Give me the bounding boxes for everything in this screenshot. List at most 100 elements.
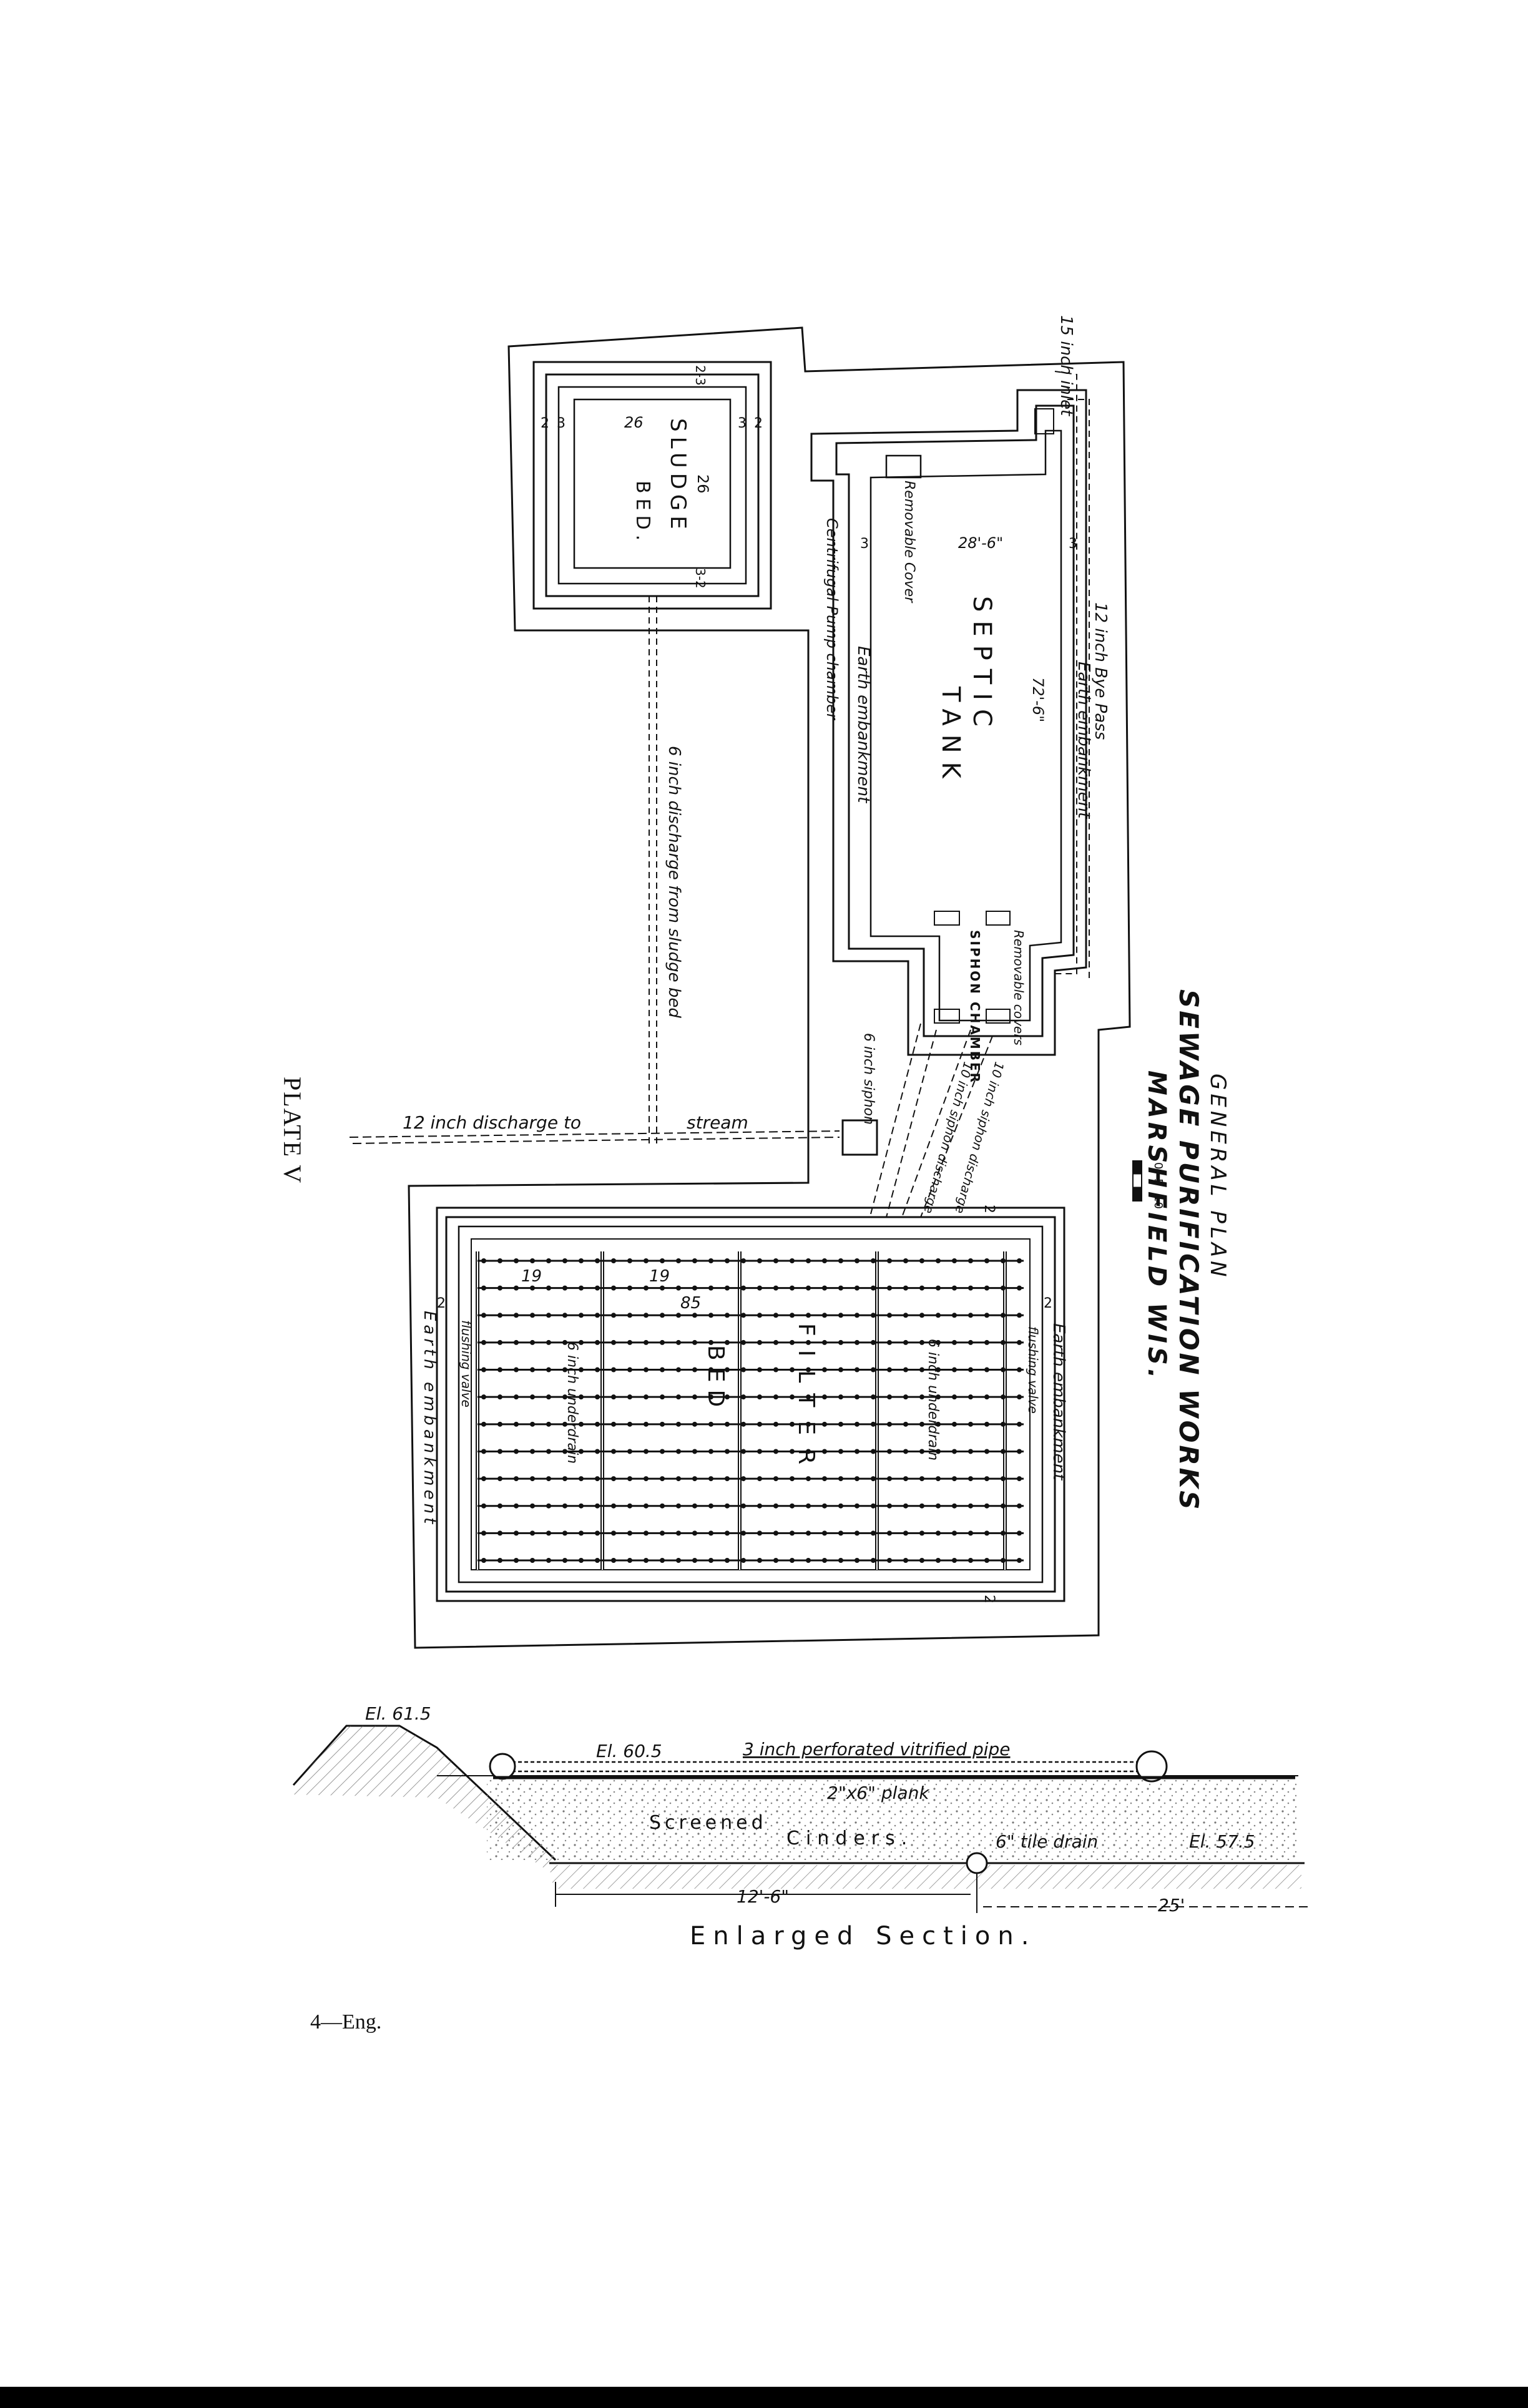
- pipe-joint: [936, 1394, 941, 1400]
- pipe-joint: [984, 1339, 989, 1345]
- pump-chamber-label: Centrifugal Pump chamber: [823, 518, 841, 721]
- section-pipe-label: 3 inch perforated vitrified pipe: [743, 1739, 1011, 1760]
- pipe-joint: [692, 1285, 697, 1291]
- pipe-joint: [984, 1449, 989, 1454]
- pipe-joint: [644, 1530, 649, 1536]
- pipe-joint: [562, 1449, 567, 1454]
- pipe-joint: [595, 1285, 600, 1291]
- section-el-top: El. 61.5: [365, 1703, 431, 1724]
- pipe-joint: [952, 1258, 957, 1263]
- pipe-joint: [530, 1313, 535, 1318]
- pipe-joint: [968, 1476, 973, 1482]
- pipe-joint: [579, 1421, 584, 1427]
- pipe-joint: [481, 1530, 486, 1536]
- septic-tank-dim-length: 72'-6": [1029, 677, 1047, 722]
- sludge-bed-dim-bottom: 3-2: [693, 568, 708, 589]
- filter-bed-dim-bay-2: 19: [649, 1267, 670, 1286]
- pipe-joint: [822, 1367, 827, 1373]
- section-embankment-fill: [293, 1726, 556, 1876]
- pipe-joint: [838, 1530, 843, 1536]
- pipe-joint: [579, 1449, 584, 1454]
- pipe-joint: [1017, 1449, 1022, 1454]
- pipe-joint: [855, 1530, 860, 1536]
- filter-bed-dim-side-right: 2: [1044, 1296, 1052, 1311]
- pipe-joint: [790, 1449, 795, 1454]
- sludge-discharge-label: 6 inch discharge from sludge bed: [665, 746, 683, 1018]
- pipe-joint: [984, 1285, 989, 1291]
- section-cinders-line-2: Cinders.: [786, 1828, 913, 1849]
- septic-tank-label-1: SEPTIC: [967, 596, 996, 735]
- septic-tank: [810, 389, 1087, 1056]
- filter-bed-dim-side-left: 2: [437, 1296, 446, 1311]
- pipe-joint: [692, 1421, 697, 1427]
- pipe-joint: [546, 1421, 551, 1427]
- pipe-joint: [887, 1421, 892, 1427]
- pipe-joint: [790, 1258, 795, 1263]
- pipe-joint: [757, 1558, 762, 1563]
- sludge-bed: [532, 361, 772, 610]
- pipe-joint: [497, 1558, 502, 1563]
- pipe-joint: [530, 1285, 535, 1291]
- filter-bed-embankment: [436, 1206, 1065, 1602]
- bypass-label: 12 inch Bye Pass: [1091, 602, 1110, 740]
- pipe-joint: [725, 1503, 730, 1509]
- pipe-joint: [838, 1476, 843, 1482]
- bypass-pipe-2: [1067, 399, 1090, 980]
- pipe-joint: [952, 1367, 957, 1373]
- sludge-bed-label-1: SLUDGE: [665, 418, 690, 534]
- pipe-joint: [627, 1313, 632, 1318]
- pipe-joint: [644, 1476, 649, 1482]
- pipe-joint: [595, 1503, 600, 1509]
- pipe-joint: [741, 1367, 746, 1373]
- pipe-joint: [562, 1258, 567, 1263]
- pipe-joint: [579, 1313, 584, 1318]
- title-line-3: MARSHFIELD WIS.: [1142, 1070, 1171, 1382]
- pipe-joint: [611, 1258, 616, 1263]
- pipe-joint: [855, 1394, 860, 1400]
- pipe-joint: [595, 1339, 600, 1345]
- pipe-joint: [530, 1258, 535, 1263]
- pipe-joint: [530, 1367, 535, 1373]
- pipe-joint: [984, 1476, 989, 1482]
- scale-tick-0: 0: [1152, 1162, 1165, 1169]
- pipe-joint: [676, 1476, 681, 1482]
- pipe-joint: [952, 1285, 957, 1291]
- pipe-joint: [481, 1285, 486, 1291]
- pipe-joint: [692, 1476, 697, 1482]
- pipe-joint: [984, 1394, 989, 1400]
- pipe-joint: [530, 1530, 535, 1536]
- pipe-joint: [514, 1530, 519, 1536]
- section-title: Enlarged Section.: [690, 1922, 1036, 1950]
- scale-bar: [1132, 1160, 1142, 1202]
- pipe-joint: [562, 1503, 567, 1509]
- pipe-joint: [660, 1394, 665, 1400]
- pipe-joint: [579, 1285, 584, 1291]
- pipe-joint: [838, 1367, 843, 1373]
- pipe-joint: [725, 1449, 730, 1454]
- pipe-joint: [806, 1530, 811, 1536]
- pipe-joint: [1001, 1367, 1006, 1373]
- pipe-joint: [855, 1339, 860, 1345]
- pipe-joint: [855, 1367, 860, 1373]
- septic-tank-dim-width: 28'-6": [958, 534, 1003, 552]
- underdrain-label-right: 6 inch underdrain: [925, 1339, 941, 1461]
- pipe-joint: [903, 1558, 908, 1563]
- pipe-joint: [676, 1558, 681, 1563]
- removable-cover-label: Removable Cover: [901, 481, 917, 604]
- pipe-joint: [984, 1530, 989, 1536]
- pipe-joint: [919, 1285, 924, 1291]
- pipe-joint: [790, 1476, 795, 1482]
- pipe-joint: [708, 1421, 713, 1427]
- section-dim-left: 12'-6": [737, 1886, 789, 1907]
- earth-embankment-label-filter-left: Earth embankment: [420, 1311, 439, 1527]
- pipe-joint: [627, 1394, 632, 1400]
- tile-drain: [966, 1852, 988, 1874]
- filter-bed-dim-width: 85: [680, 1294, 701, 1313]
- siphon-cover-box-1: [934, 911, 960, 926]
- pipe-joint: [984, 1558, 989, 1563]
- pipe-joint: [481, 1503, 486, 1509]
- pipe-joint: [692, 1530, 697, 1536]
- pipe-joint: [968, 1503, 973, 1509]
- pipe-joint: [741, 1449, 746, 1454]
- pipe-joint: [968, 1421, 973, 1427]
